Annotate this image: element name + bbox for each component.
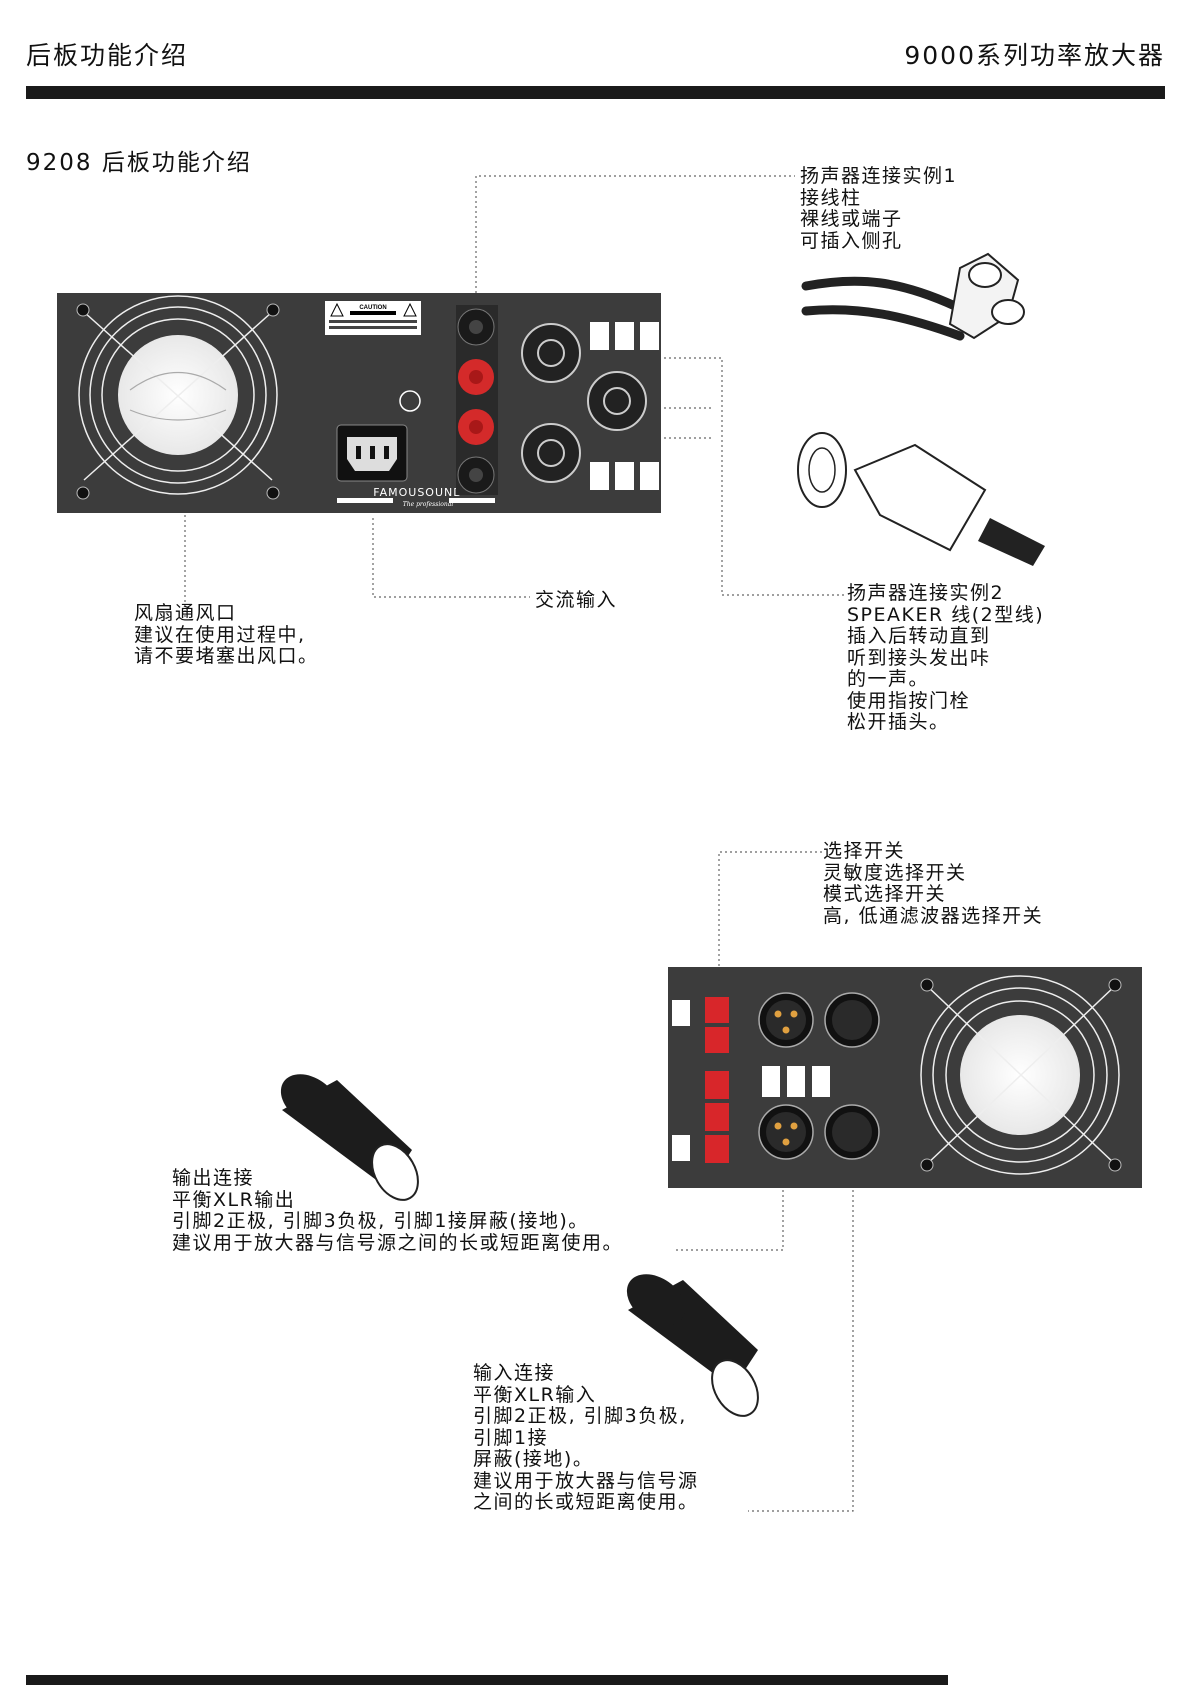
red-dip-switches (705, 997, 729, 1163)
dip-switch-blocks (590, 322, 659, 490)
leader-lines (184, 175, 854, 1512)
page-title: 9208 后板功能介绍 (26, 150, 252, 176)
note-line: 建议用于放大器与信号源之间的长或短距离使用。 (172, 1231, 624, 1254)
speaker-connection-1-note: 扬声器连接实例1 接线柱 裸线或端子 可插入侧孔 (800, 165, 958, 252)
note-line: 的一声。 (847, 668, 930, 690)
speaker-connection-2-note: 扬声器连接实例2 SPEAKER 线(2型线) 插入后转动直到 听到接头发出咔 … (847, 582, 1045, 734)
rear-panel-bottom (668, 967, 1142, 1188)
note-line: 松开插头。 (847, 711, 950, 733)
xlr-output-plug-illustration (280, 1074, 419, 1201)
note-line: 扬声器连接实例1 (800, 165, 958, 187)
note-line: 听到接头发出咔 (847, 646, 991, 669)
note-line: 接线柱 (800, 186, 862, 209)
rear-panel-top: CAUTION FAMOUSOUND The professional (57, 293, 661, 513)
note-line: 请不要堵塞出风口。 (134, 645, 319, 667)
note-line: 之间的长或短距离使用。 (473, 1491, 699, 1513)
header-divider (26, 86, 1165, 99)
selector-switch-note: 选择开关 灵敏度选择开关 模式选择开关 高, 低通滤波器选择开关 (823, 840, 1044, 927)
note-line: 灵敏度选择开关 (823, 861, 967, 884)
note-line: 风扇通风口 (134, 602, 237, 624)
note-line: SPEAKER 线(2型线) (847, 603, 1045, 626)
speakon-sockets (521, 323, 647, 483)
ac-input-note: 交流输入 (535, 589, 618, 611)
note-line: 选择开关 (823, 840, 906, 862)
note-line: 平衡XLR输出 (172, 1188, 296, 1211)
note-line: 模式选择开关 (823, 883, 947, 905)
speakon-plug-illustration (797, 432, 1045, 566)
note-line: 使用指按门栓 (847, 689, 971, 712)
note-line: 建议在使用过程中, (134, 623, 306, 646)
output-connection-note: 输出连接 平衡XLR输出 引脚2正极, 引脚3负极, 引脚1接屏蔽(接地)。 建… (172, 1167, 624, 1254)
note-line: 输出连接 (172, 1167, 255, 1189)
note-line: 裸线或端子 (800, 208, 903, 230)
header-product-series: 9000系列功率放大器 (904, 41, 1165, 70)
footer-divider (26, 1675, 948, 1685)
ac-power-inlet (336, 424, 408, 482)
note-line: 建议用于放大器与信号源 (473, 1469, 699, 1492)
input-connection-note: 输入连接 平衡XLR输入 引脚2正极, 引脚3负极, 引脚1接 屏蔽(接地)。 … (473, 1362, 699, 1514)
brand-logo: FAMOUSOUND (373, 486, 462, 499)
fan-vent-note: 风扇通风口 建议在使用过程中, 请不要堵塞出风口。 (134, 602, 319, 668)
white-dip-switches (672, 1000, 830, 1161)
note-line: 输入连接 (473, 1362, 556, 1384)
header-section-title: 后板功能介绍 (26, 41, 189, 70)
xlr-connectors (758, 992, 880, 1160)
binding-posts (456, 305, 498, 495)
caution-label: CAUTION (325, 301, 421, 335)
note-line: 屏蔽(接地)。 (473, 1448, 594, 1470)
note-line: 引脚1接 (473, 1426, 549, 1449)
note-line: 插入后转动直到 (847, 625, 991, 647)
note-line: 引脚2正极, 引脚3负极, (473, 1405, 687, 1427)
note-line: 平衡XLR输入 (473, 1383, 597, 1406)
note-line: 高, 低通滤波器选择开关 (823, 904, 1044, 927)
xlr-input-plug-illustration (626, 1274, 759, 1417)
fan-grille-bottom (920, 975, 1120, 1175)
note-line: 可插入侧孔 (800, 229, 903, 252)
note-line: 扬声器连接实例2 (847, 582, 1005, 604)
caution-title: CAUTION (359, 305, 386, 311)
brand-slogan: The professional (403, 501, 454, 508)
fan-grille (78, 295, 278, 495)
note-line: 引脚2正极, 引脚3负极, 引脚1接屏蔽(接地)。 (172, 1210, 589, 1232)
binding-post-illustration (801, 252, 1025, 341)
